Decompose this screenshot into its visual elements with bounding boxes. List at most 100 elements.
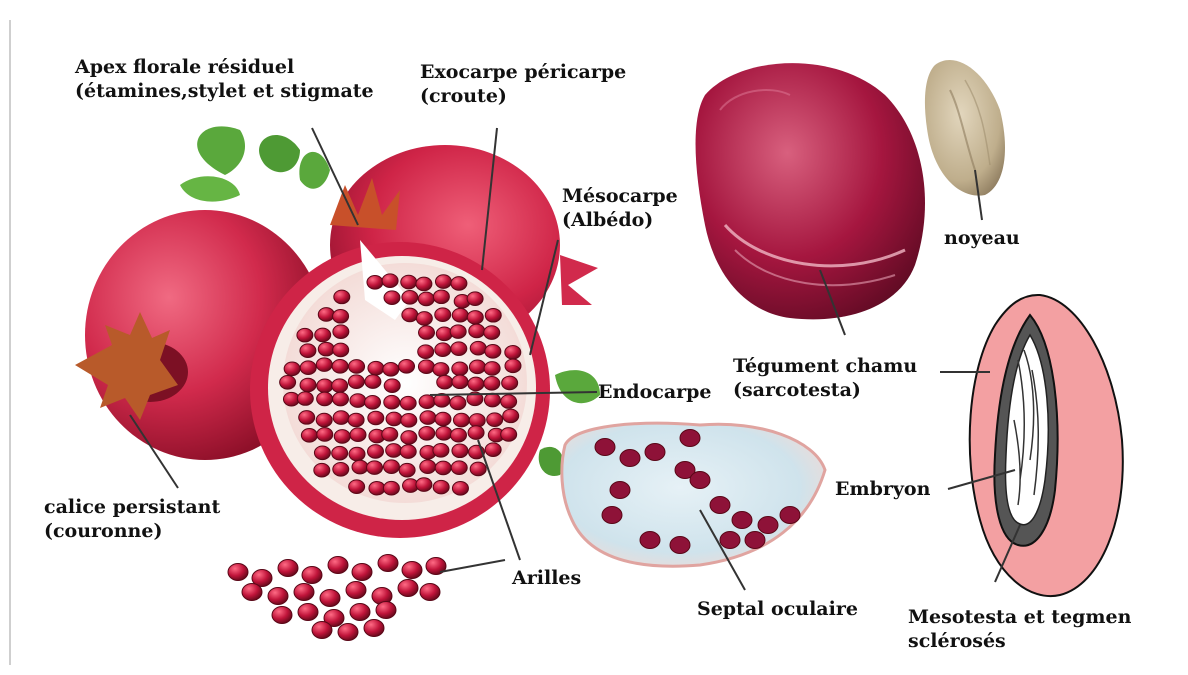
aril bbox=[400, 445, 416, 459]
aril bbox=[433, 363, 449, 377]
label-calice-line2: (couronne) bbox=[44, 519, 220, 543]
aril bbox=[350, 394, 366, 408]
label-mesotesta-line1: Mesotesta et tegmen bbox=[908, 605, 1131, 629]
aril bbox=[452, 375, 468, 389]
aril bbox=[416, 312, 432, 326]
aril bbox=[419, 395, 435, 409]
aril bbox=[503, 409, 519, 423]
sarcotesta-seed bbox=[696, 63, 925, 319]
cut-pomegranate bbox=[250, 240, 550, 538]
aril bbox=[433, 444, 449, 458]
aril bbox=[297, 392, 313, 406]
aril bbox=[451, 428, 467, 442]
aril bbox=[451, 461, 467, 475]
aril bbox=[469, 360, 485, 374]
aril bbox=[315, 328, 331, 342]
label-apex-florale: Apex florale résiduel (étamines,stylet e… bbox=[75, 55, 374, 103]
label-apex-line1: Apex florale résiduel bbox=[75, 55, 374, 79]
aril bbox=[320, 590, 340, 607]
aril bbox=[350, 604, 370, 621]
aril bbox=[332, 359, 348, 373]
aril bbox=[433, 480, 449, 494]
loose-arils bbox=[228, 555, 446, 641]
aril bbox=[316, 358, 332, 372]
label-embryon: Embryon bbox=[835, 477, 930, 501]
aril bbox=[333, 325, 349, 339]
aril bbox=[317, 428, 333, 442]
aril bbox=[383, 460, 399, 474]
kernel bbox=[925, 60, 1005, 196]
aril bbox=[284, 362, 300, 376]
aril bbox=[451, 277, 467, 291]
aril bbox=[595, 439, 615, 456]
label-mesocarpe-line1: Mésocarpe bbox=[562, 184, 678, 208]
aril bbox=[334, 430, 350, 444]
aril bbox=[758, 517, 778, 534]
aril bbox=[485, 443, 501, 457]
aril bbox=[346, 582, 366, 599]
aril bbox=[384, 291, 400, 305]
aril bbox=[732, 512, 752, 529]
aril bbox=[294, 584, 314, 601]
aril bbox=[419, 426, 435, 440]
aril bbox=[386, 444, 402, 458]
aril bbox=[348, 375, 364, 389]
aril bbox=[502, 376, 518, 390]
aril bbox=[452, 308, 468, 322]
aril bbox=[670, 537, 690, 554]
septal-section bbox=[562, 423, 825, 566]
aril bbox=[300, 378, 316, 392]
label-arilles: Arilles bbox=[512, 566, 581, 590]
aril bbox=[314, 446, 330, 460]
aril bbox=[332, 379, 348, 393]
aril bbox=[364, 620, 384, 637]
aril bbox=[640, 532, 660, 549]
aril bbox=[680, 430, 700, 447]
aril bbox=[369, 481, 385, 495]
aril bbox=[501, 395, 517, 409]
aril bbox=[333, 343, 349, 357]
aril bbox=[367, 276, 383, 290]
aril bbox=[352, 460, 368, 474]
aril bbox=[376, 602, 396, 619]
aril bbox=[433, 290, 449, 304]
aril bbox=[332, 446, 348, 460]
aril bbox=[452, 482, 468, 496]
label-tegument: Tégument chamu (sarcotesta) bbox=[733, 354, 917, 402]
label-apex-line2: (étamines,stylet et stigmate bbox=[75, 79, 374, 103]
aril bbox=[382, 428, 398, 442]
aril bbox=[470, 462, 486, 476]
aril bbox=[435, 461, 451, 475]
aril bbox=[501, 428, 517, 442]
aril bbox=[745, 532, 765, 549]
label-mesocarpe-line2: (Albédo) bbox=[562, 208, 678, 232]
aril bbox=[485, 345, 501, 359]
aril bbox=[334, 290, 350, 304]
aril bbox=[228, 564, 248, 581]
label-mesocarpe: Mésocarpe (Albédo) bbox=[562, 184, 678, 232]
aril bbox=[338, 624, 358, 641]
aril bbox=[450, 325, 466, 339]
label-arilles-line1: Arilles bbox=[512, 566, 581, 590]
aril bbox=[368, 411, 384, 425]
aril bbox=[402, 308, 418, 322]
label-mesotesta-line2: sclérosés bbox=[908, 629, 1131, 653]
aril bbox=[399, 359, 415, 373]
aril bbox=[383, 362, 399, 376]
aril bbox=[367, 461, 383, 475]
aril bbox=[452, 362, 468, 376]
aril bbox=[487, 413, 503, 427]
aril bbox=[350, 428, 366, 442]
aril bbox=[383, 481, 399, 495]
aril bbox=[437, 375, 453, 389]
label-septal-line1: Septal oculaire bbox=[697, 597, 858, 621]
aril bbox=[402, 562, 422, 579]
label-exocarpe-line1: Exocarpe péricarpe bbox=[420, 60, 626, 84]
aril bbox=[453, 413, 469, 427]
aril bbox=[416, 277, 432, 291]
aril bbox=[467, 292, 483, 306]
aril bbox=[386, 412, 402, 426]
label-noyeau-line1: noyeau bbox=[944, 226, 1020, 250]
aril bbox=[610, 482, 630, 499]
